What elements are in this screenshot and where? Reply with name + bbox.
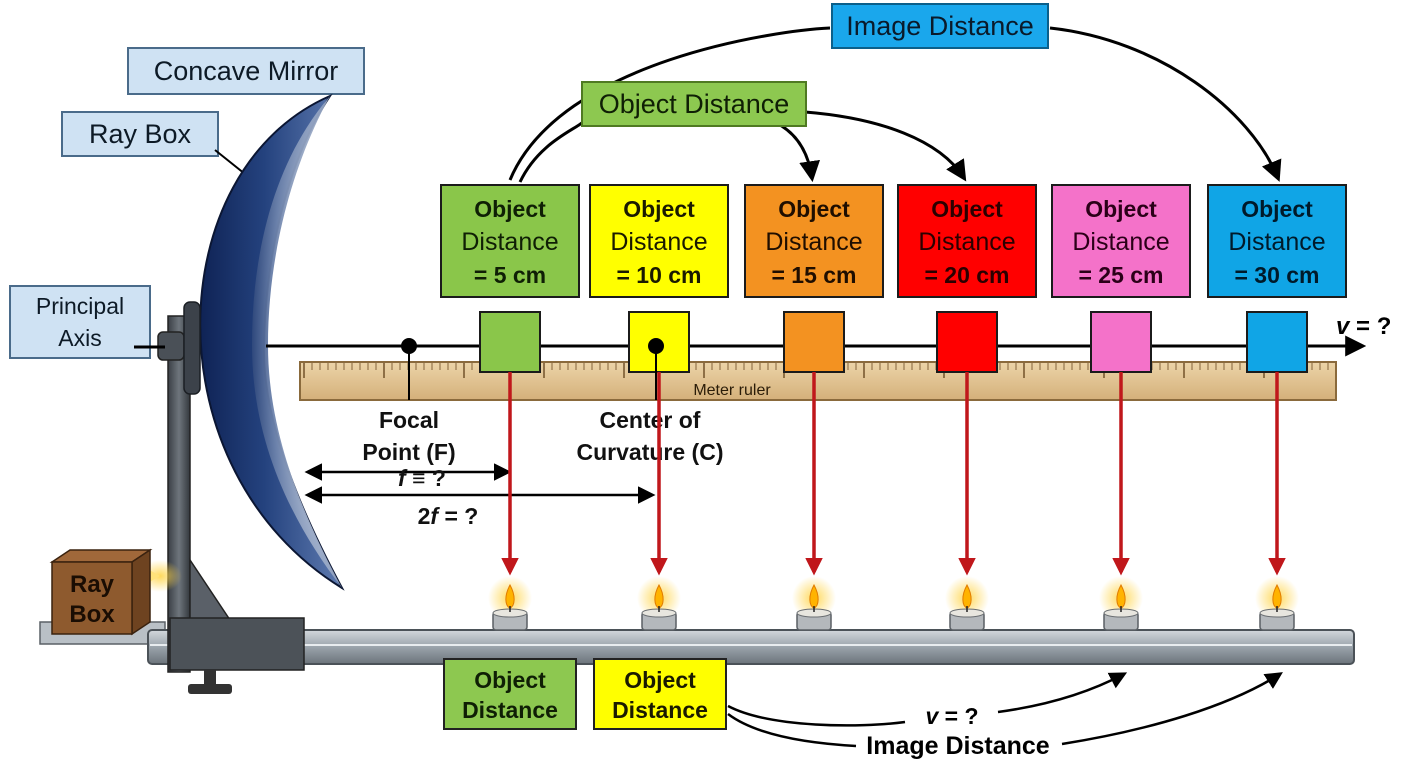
svg-text:Curvature (C): Curvature (C) bbox=[577, 439, 724, 465]
object-box-text-6-3: = 30 cm bbox=[1234, 262, 1319, 288]
object-box-text-2-1: Object bbox=[623, 196, 695, 222]
object-box-text-3-3: = 15 cm bbox=[771, 262, 856, 288]
object-distance-label: Object Distance bbox=[581, 81, 807, 127]
two-f-label: 2f = ? bbox=[418, 503, 479, 529]
object-box-text-1-1: Object bbox=[474, 196, 546, 222]
svg-text:Distance: Distance bbox=[612, 697, 708, 723]
svg-text:Point (F): Point (F) bbox=[362, 439, 455, 465]
object-distance-arc-to-15 bbox=[769, 118, 821, 183]
object-box-text-6-2: Distance bbox=[1228, 228, 1325, 256]
object-square-4 bbox=[936, 311, 998, 373]
svg-text:Center of: Center of bbox=[600, 407, 701, 433]
svg-text:Object: Object bbox=[624, 667, 696, 693]
candle-4 bbox=[945, 576, 989, 631]
ray-box-top-label: Ray Box bbox=[61, 111, 219, 157]
object-box-text-2-2: Distance bbox=[610, 228, 707, 256]
v-axis-label: v = ? bbox=[1336, 313, 1391, 340]
svg-text:Image Distance: Image Distance bbox=[846, 11, 1034, 41]
concave-mirror bbox=[183, 93, 345, 591]
object-box-text-5-3: = 25 cm bbox=[1078, 262, 1163, 288]
image-distance-arc bbox=[508, 26, 831, 181]
meter-ruler: Meter ruler bbox=[299, 361, 1337, 401]
object-box-text-4-3: = 20 cm bbox=[924, 262, 1009, 288]
bottom-arc-v bbox=[727, 704, 906, 727]
candle-3 bbox=[792, 576, 836, 631]
object-square-3 bbox=[783, 311, 845, 373]
object-distance-arc-to-20 bbox=[804, 110, 967, 182]
svg-text:Axis: Axis bbox=[58, 325, 101, 351]
object-box-text-4-2: Distance bbox=[918, 228, 1015, 256]
bottom-arc-v-right bbox=[997, 672, 1128, 714]
bottom-object-distance-yellow: Object Distance bbox=[593, 658, 727, 730]
object-square-1 bbox=[479, 311, 541, 373]
candle-2 bbox=[637, 576, 681, 631]
concave-mirror-label: Concave Mirror bbox=[127, 47, 365, 95]
bottom-arc-image bbox=[727, 712, 857, 748]
image-rays bbox=[501, 372, 1286, 576]
candle-1 bbox=[488, 576, 532, 631]
object-square-5 bbox=[1090, 311, 1152, 373]
object-box-text-3-2: Distance bbox=[765, 228, 862, 256]
svg-text:Object: Object bbox=[474, 667, 546, 693]
object-box-text-1-2: Distance bbox=[461, 228, 558, 256]
object-box-text-1-3: = 5 cm bbox=[474, 262, 546, 288]
image-distance-arc-right bbox=[1049, 26, 1282, 182]
bottom-arc-image-right bbox=[1061, 672, 1283, 746]
focal-point: Focal Point (F) bbox=[362, 338, 456, 465]
svg-text:Principal: Principal bbox=[36, 293, 124, 319]
bottom-image-distance-label: Image Distance bbox=[866, 732, 1050, 760]
object-box-text-6-1: Object bbox=[1241, 196, 1313, 222]
svg-text:Distance: Distance bbox=[462, 697, 558, 723]
object-box-text-4-1: Object bbox=[931, 196, 1003, 222]
bottom-object-distance-green: Object Distance bbox=[443, 658, 577, 730]
image-distance-label: Image Distance bbox=[831, 3, 1049, 49]
candles bbox=[488, 576, 1299, 631]
object-box-text-5-2: Distance bbox=[1072, 228, 1169, 256]
svg-text:Concave Mirror: Concave Mirror bbox=[154, 56, 339, 86]
object-square-6 bbox=[1246, 311, 1308, 373]
svg-text:Focal: Focal bbox=[379, 407, 439, 433]
f-label: f ≡ ? bbox=[398, 465, 446, 491]
principal-axis-label: Principal Axis bbox=[9, 285, 151, 359]
bottom-v-label: v = ? bbox=[925, 703, 978, 729]
svg-text:Object Distance: Object Distance bbox=[599, 89, 790, 119]
svg-text:Box: Box bbox=[69, 601, 115, 628]
object-box-text-3-1: Object bbox=[778, 196, 850, 222]
ray-box: Ray Box bbox=[49, 548, 182, 636]
svg-text:Meter ruler: Meter ruler bbox=[693, 382, 771, 399]
svg-text:Ray Box: Ray Box bbox=[89, 119, 192, 149]
svg-text:Ray: Ray bbox=[70, 571, 115, 598]
mirror-stand bbox=[134, 315, 305, 694]
center-of-curvature: Center of Curvature (C) bbox=[577, 338, 724, 465]
object-box-text-5-1: Object bbox=[1085, 196, 1157, 222]
object-distance-arc-left bbox=[518, 118, 587, 183]
candle-6 bbox=[1255, 576, 1299, 631]
candle-5 bbox=[1099, 576, 1143, 631]
object-box-text-2-3: = 10 cm bbox=[616, 262, 701, 288]
